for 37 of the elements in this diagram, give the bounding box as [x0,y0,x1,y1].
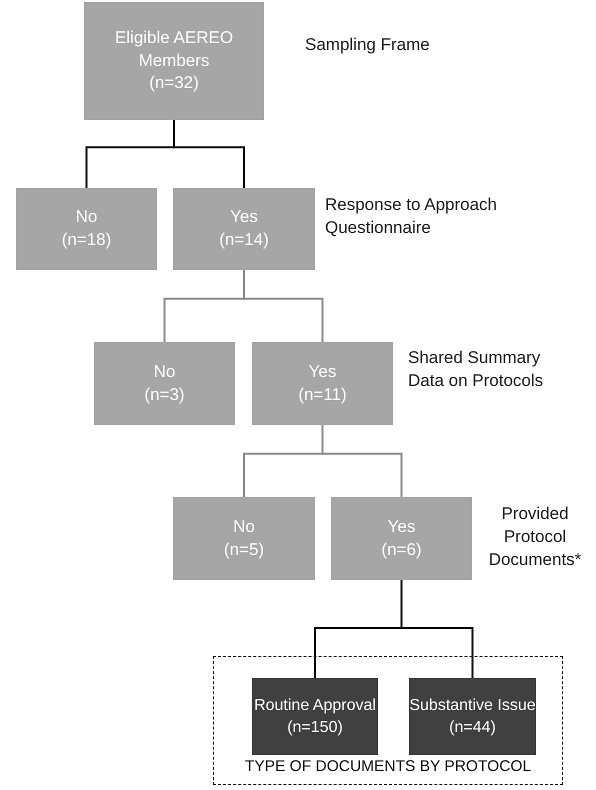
process-box [173,188,315,270]
count-text: (n=6) [381,538,422,560]
count-text: (n=11) [298,384,347,406]
box-text: Substantive Issue [409,696,536,716]
tree-connector [243,270,324,342]
box-text: Yes [230,206,258,228]
tree-connector [322,425,402,497]
group-title: TYPE OF DOCUMENTS BY PROTOCOL [244,757,532,778]
process-box [16,188,157,270]
box-text: No [154,360,176,383]
count-text: (n=3) [144,384,185,406]
tree-connector [400,580,474,678]
count-text: (n=18) [62,229,112,251]
process-box [173,497,315,580]
box-text: Yes [388,516,416,538]
process-box [84,2,264,120]
dashed-group-frame [213,656,563,785]
count-text: (n=44) [449,718,496,738]
box-text: No [233,516,255,538]
count-text: (n=150) [287,718,343,738]
process-box [252,342,393,425]
stage-label: Provided Protocol Documents* [488,503,582,571]
box-text: Eligible AEREO Members [114,26,234,72]
process-box [331,497,472,580]
box-text: No [76,206,98,228]
stage-label: Shared Summary Data on Protocols [408,347,544,392]
stage-label: Sampling Frame [305,34,431,56]
box-text: Routine Approval [254,696,376,716]
process-box [94,342,235,425]
tree-connector [173,120,245,188]
process-box [409,678,536,755]
box-text: Yes [308,360,336,383]
count-text: (n=5) [224,538,264,560]
count-text: (n=32) [149,72,199,94]
stage-label: Response to Approach Questionnaire [325,194,498,239]
count-text: (n=14) [219,229,269,251]
process-box [252,678,378,755]
